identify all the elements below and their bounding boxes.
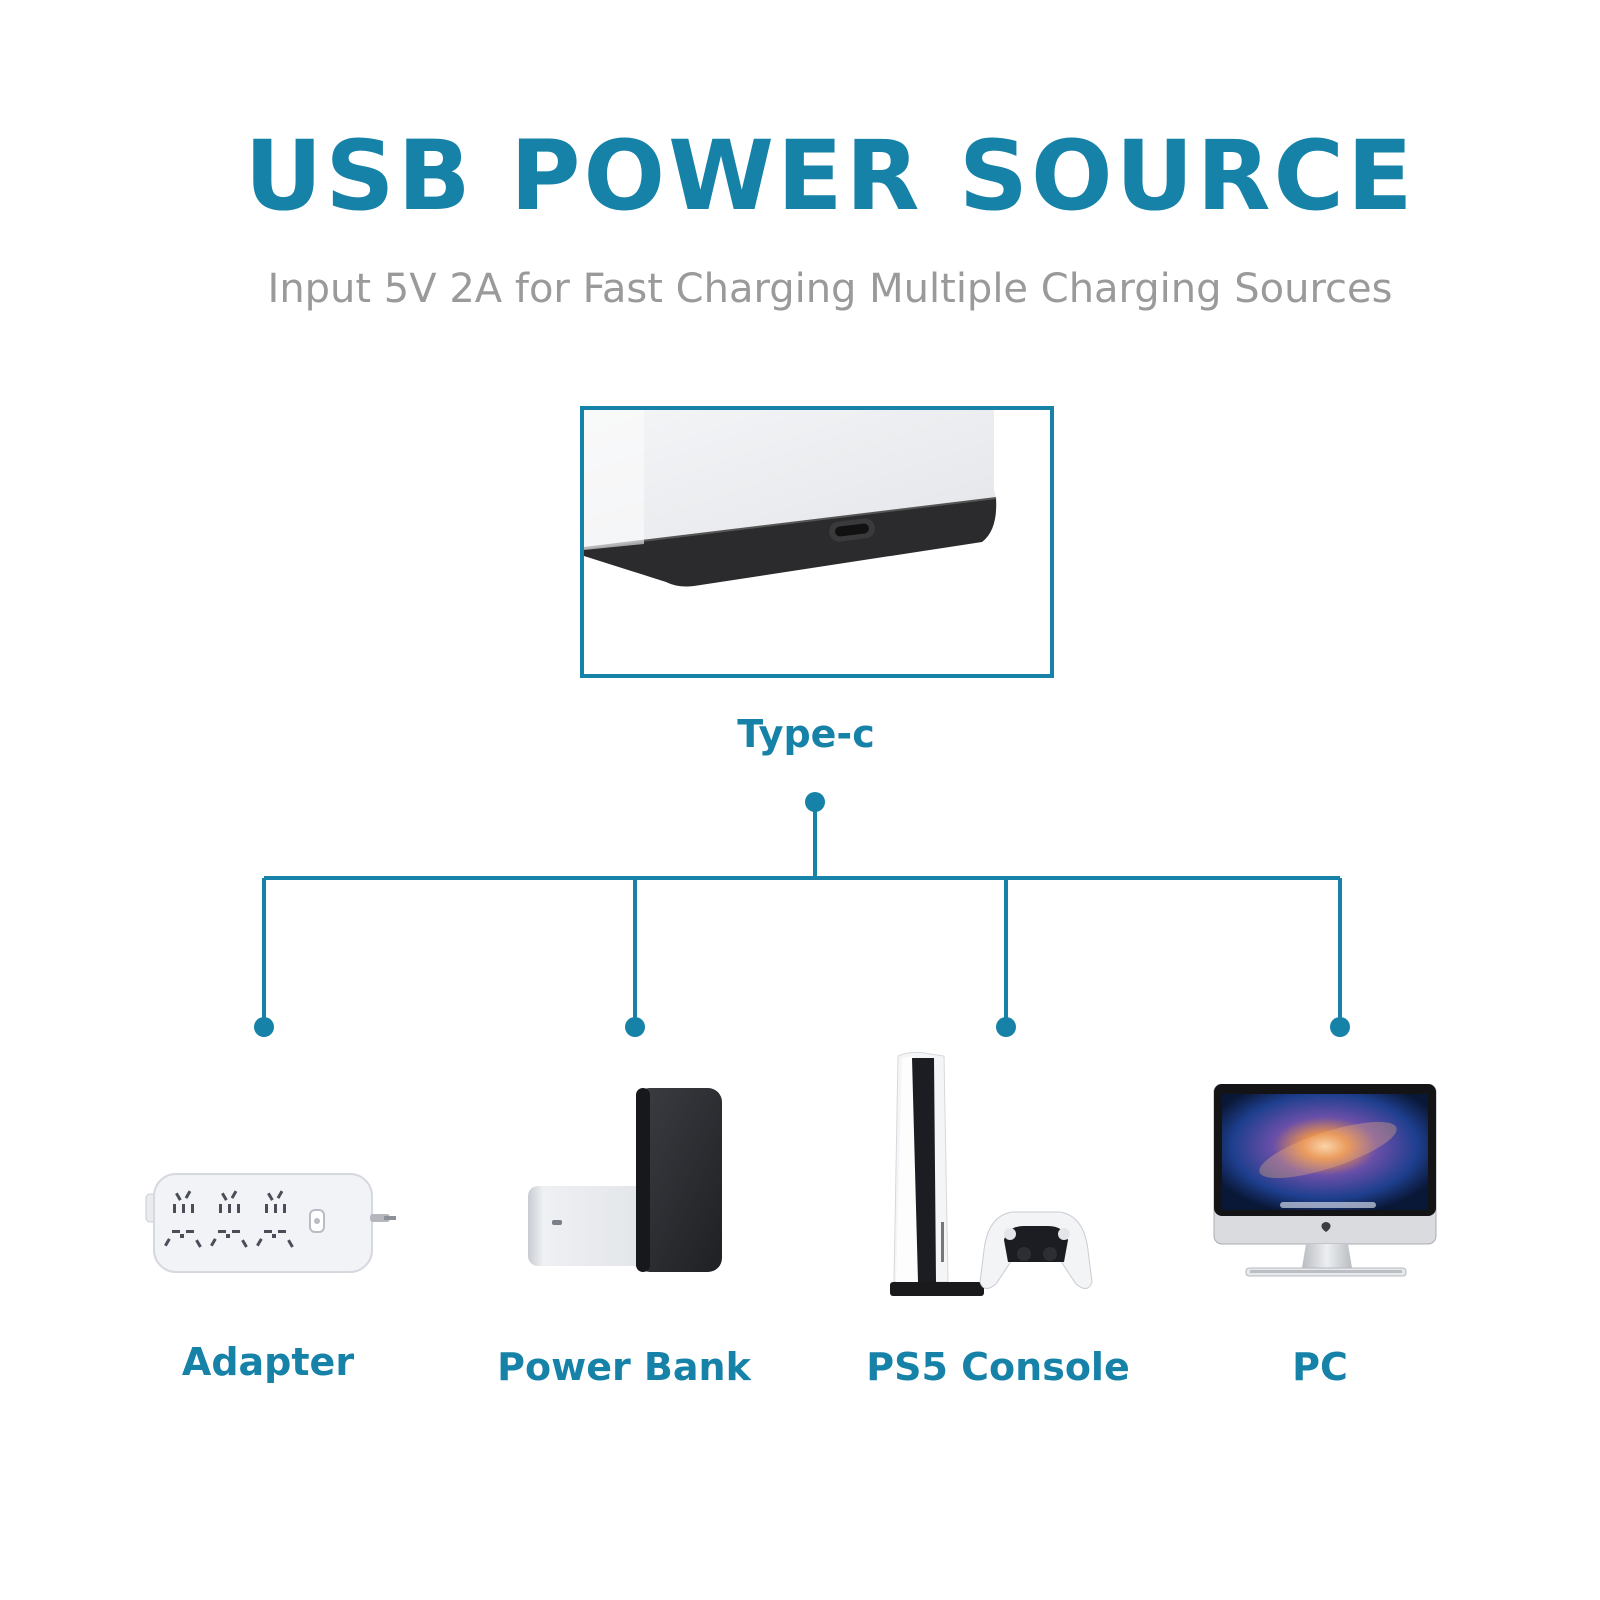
ps5-node bbox=[996, 1017, 1016, 1037]
source-label-power-bank: Power Bank bbox=[497, 1345, 751, 1389]
power-bank-icon bbox=[528, 1088, 722, 1272]
power-bank-node bbox=[625, 1017, 645, 1037]
desktop-computer-icon bbox=[1213, 1084, 1437, 1277]
port-closeup-frame bbox=[580, 406, 1054, 678]
page-subtitle: Input 5V 2A for Fast Charging Multiple C… bbox=[267, 266, 1393, 312]
source-label-ps5-console: PS5 Console bbox=[866, 1345, 1130, 1389]
power-strip-icon bbox=[145, 1173, 396, 1273]
type-c-port-closeup-icon bbox=[584, 410, 997, 587]
pc-node bbox=[1330, 1017, 1350, 1037]
adapter-node bbox=[254, 1017, 274, 1037]
port-label: Type-c bbox=[737, 712, 875, 756]
source-label-pc: PC bbox=[1292, 1345, 1348, 1389]
ps5-console-icon bbox=[890, 1051, 1093, 1296]
page-title: USB POWER SOURCE bbox=[244, 120, 1416, 232]
source-label-adapter: Adapter bbox=[181, 1340, 355, 1384]
